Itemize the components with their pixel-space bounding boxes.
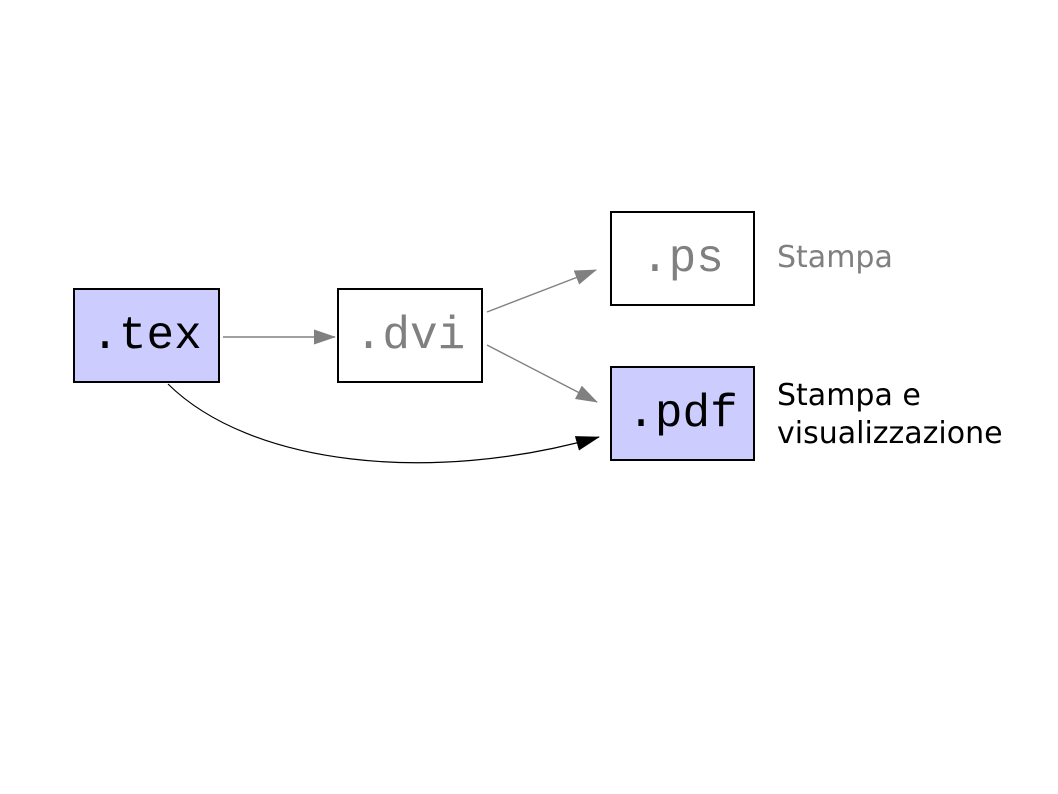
annotation-pdf-line1: Stampa e [777,378,921,413]
annotation-stampa-text: Stampa [777,240,893,275]
node-ps: .ps [610,211,755,306]
node-tex-label: .tex [91,309,202,362]
annotation-pdf-line2: visualizzazione [777,416,1003,451]
edge-dvi-to-ps-arrow [486,269,597,313]
edge-tex-to-pdf-curved-arrow [167,383,600,464]
node-dvi-label: .dvi [354,309,466,362]
node-pdf: .pdf [610,366,755,461]
node-pdf-label: .pdf [627,387,738,440]
annotation-stampa: Stampa [777,239,893,277]
node-dvi: .dvi [337,288,483,383]
annotation-stampa-e-visualizzazione: Stampa e visualizzazione [777,377,1003,453]
node-ps-label: .ps [641,232,724,285]
edge-dvi-to-pdf-arrow [486,344,598,403]
node-tex: .tex [73,288,220,383]
